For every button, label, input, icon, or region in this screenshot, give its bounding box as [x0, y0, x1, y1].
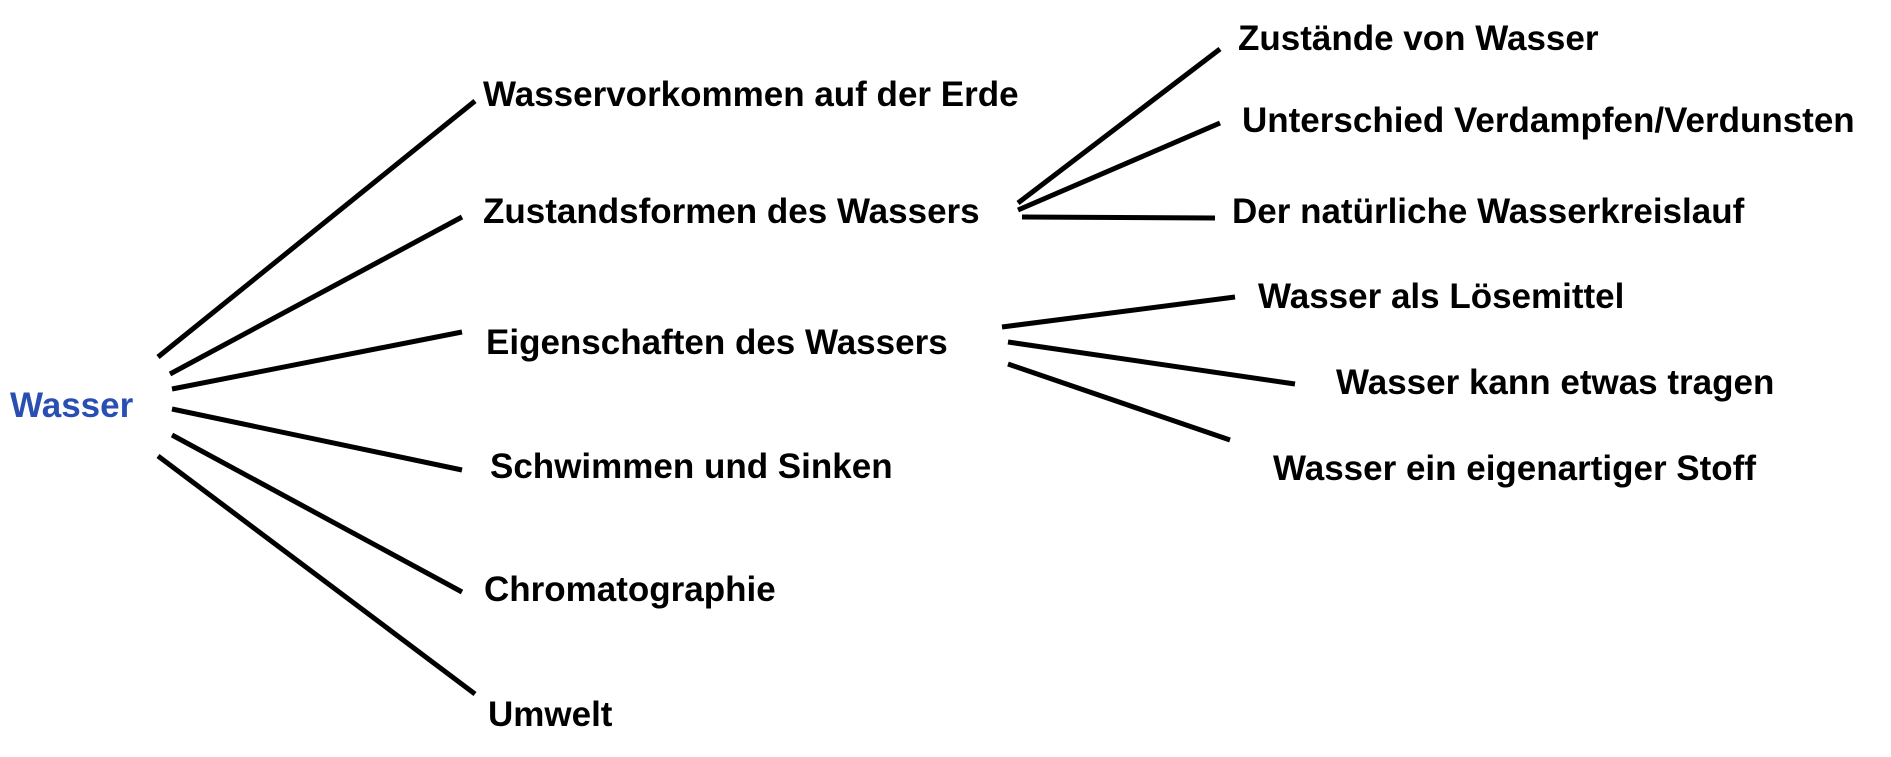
connector-root-to-wasservorkommen — [156, 99, 477, 359]
subbranch-kreislauf: Der natürliche Wasserkreislauf — [1232, 192, 1745, 231]
branch-chromatographie: Chromatographie — [484, 570, 776, 609]
subbranch-loesemittel: Wasser als Lösemittel — [1258, 277, 1625, 316]
branch-zustandsformen: Zustandsformen des Wassers — [483, 192, 980, 231]
subbranch-zustaende: Zustände von Wasser — [1238, 19, 1599, 58]
branch-schwimmen: Schwimmen und Sinken — [490, 447, 893, 486]
connector-root-to-eigenschaften — [171, 329, 463, 392]
connector-root-to-schwimmen — [171, 406, 463, 473]
connector-root-to-chromatographie — [170, 432, 464, 595]
branch-umwelt: Umwelt — [488, 695, 613, 734]
connector-eigenschaften-to-stoff — [1007, 361, 1231, 443]
connector-root-to-umwelt — [156, 454, 477, 696]
connector-zustandsformen-to-unterschied — [1017, 120, 1221, 213]
subbranch-stoff: Wasser ein eigenartiger Stoff — [1273, 449, 1756, 488]
branch-eigenschaften: Eigenschaften des Wassers — [486, 323, 948, 362]
connector-eigenschaften-to-tragen — [1007, 339, 1296, 387]
root-node: Wasser — [10, 386, 134, 425]
connector-root-to-zustandsformen — [168, 214, 464, 377]
connector-zustandsformen-to-zustaende — [1016, 47, 1222, 205]
connector-eigenschaften-to-loesemittel — [1001, 294, 1236, 330]
subbranch-tragen: Wasser kann etwas tragen — [1336, 363, 1775, 402]
connector-zustandsformen-to-kreislauf — [1021, 214, 1216, 221]
subbranch-unterschied: Unterschied Verdampfen/Verdunsten — [1242, 101, 1855, 140]
branch-wasservorkommen: Wasservorkommen auf der Erde — [483, 75, 1019, 114]
